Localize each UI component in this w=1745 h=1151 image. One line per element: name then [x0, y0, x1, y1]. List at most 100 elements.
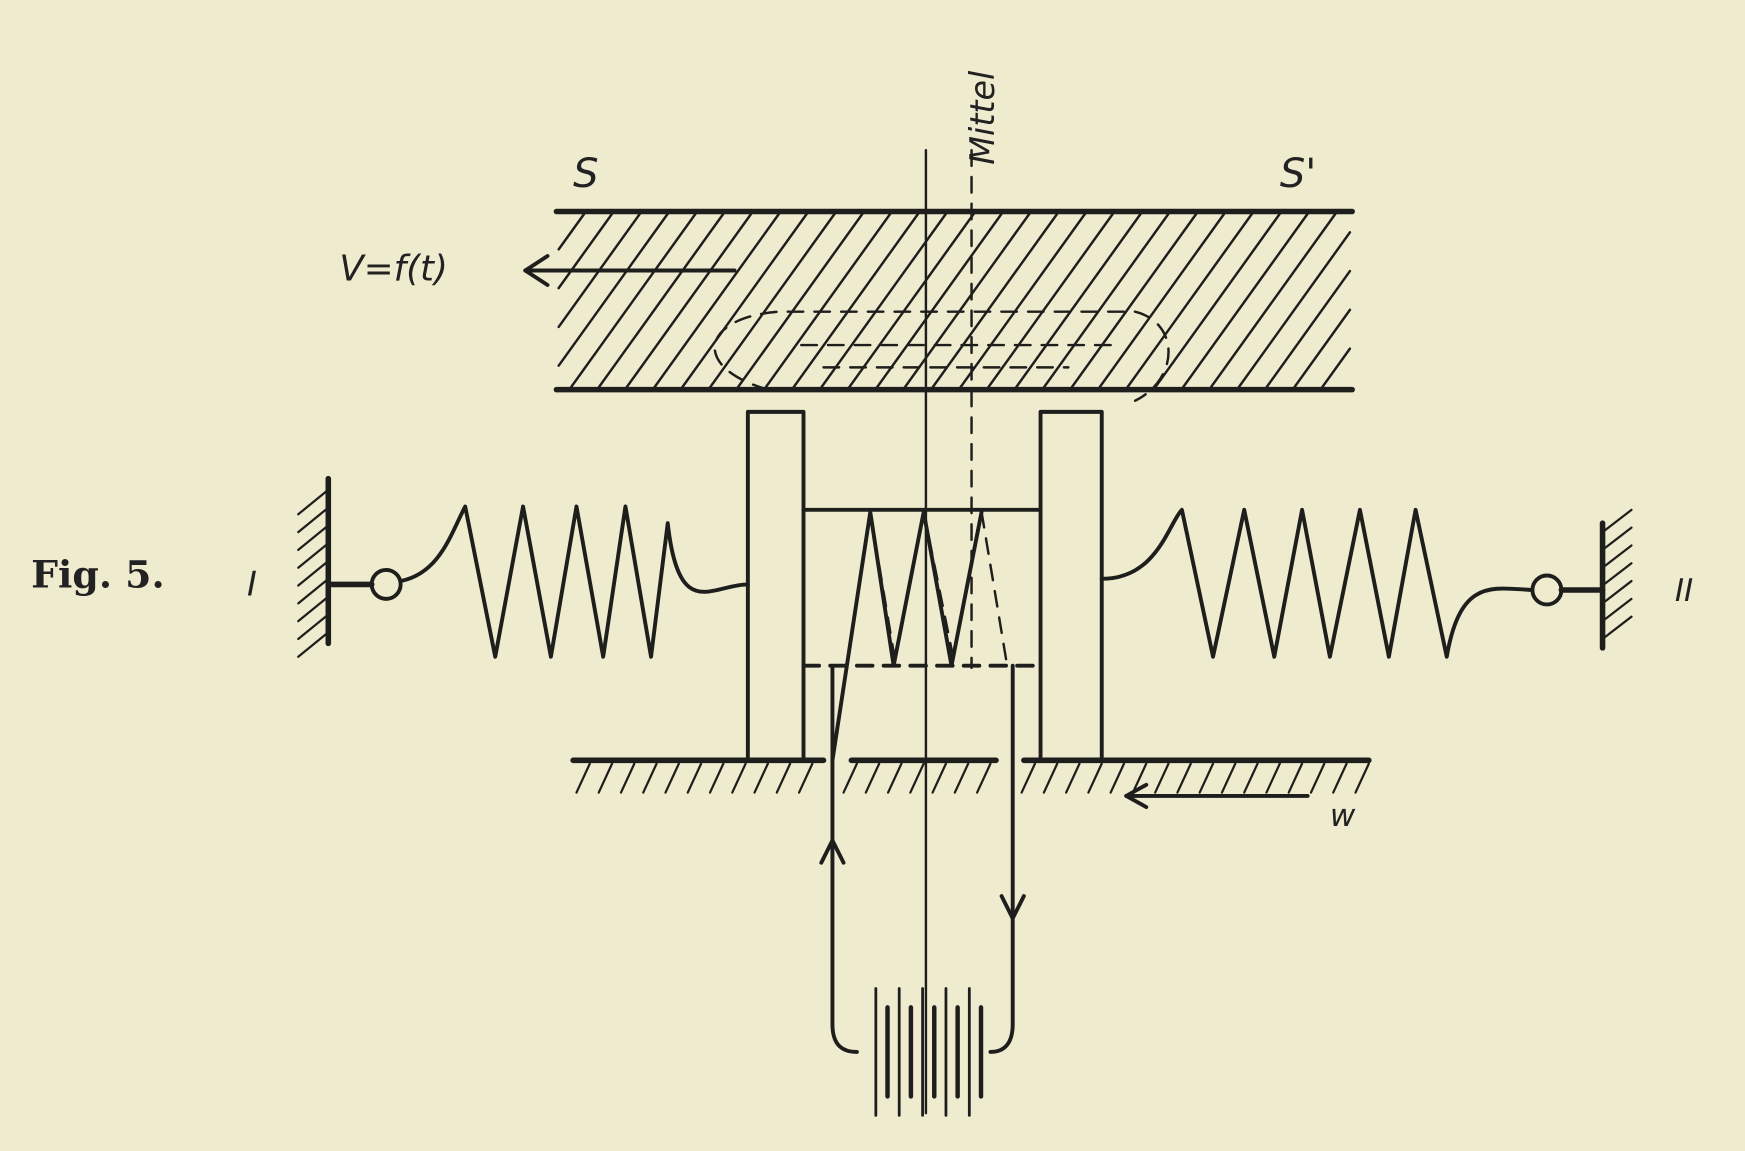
hatch-line	[297, 506, 330, 534]
plate-velocity-label: V=f(t)	[339, 249, 447, 290]
hatch-line	[297, 488, 330, 516]
hatch-line	[975, 762, 992, 794]
hatch-line	[1601, 562, 1633, 587]
circuit-wires	[819, 663, 1026, 1054]
hatch-line	[1020, 762, 1037, 794]
left-wall-label: I	[247, 565, 257, 604]
hatch-line	[847, 212, 975, 389]
hatch-line	[987, 212, 1115, 389]
hatch-line	[864, 762, 881, 794]
hatch-line	[731, 762, 747, 794]
left-post	[745, 409, 806, 763]
hatch-line	[903, 212, 1031, 389]
hatch-line	[1014, 212, 1142, 389]
hatch-line	[686, 762, 703, 794]
hatch-line	[625, 212, 753, 389]
hatch-line	[1131, 762, 1148, 794]
hatch-line	[792, 212, 920, 389]
hatch-line	[1601, 508, 1633, 534]
current-down-arrow-icon	[999, 894, 1026, 921]
hatch-line	[1065, 762, 1081, 794]
right-spring	[1099, 507, 1606, 659]
hatch-line	[1287, 762, 1304, 794]
hatch-line	[1293, 308, 1352, 389]
hatch-line	[1198, 762, 1215, 794]
right-wall	[1599, 508, 1633, 651]
hatch-line	[953, 762, 970, 794]
hatch-line	[653, 212, 781, 389]
right-post	[1038, 409, 1104, 763]
hatch-line	[1601, 615, 1633, 641]
hatch-line	[775, 762, 792, 794]
battery-icon	[874, 987, 984, 1117]
hatch-line	[886, 762, 903, 794]
base-plate	[570, 757, 1372, 794]
hatch-line	[1601, 597, 1633, 623]
hatch-line	[1601, 526, 1633, 552]
right-hinge-icon	[1530, 573, 1564, 607]
hatch-line	[820, 212, 948, 389]
left-wall	[297, 475, 332, 658]
hatch-line	[297, 595, 330, 623]
hatch-line	[708, 762, 725, 794]
left-hinge-icon	[369, 567, 403, 601]
left-spring	[325, 504, 750, 659]
hatch-line	[1265, 269, 1352, 389]
hatch-line	[575, 762, 591, 794]
hatch-line	[931, 212, 1059, 389]
hatch-line	[1332, 762, 1348, 794]
hatch-line	[1220, 762, 1237, 794]
hatch-line	[1109, 762, 1126, 794]
hatch-line	[297, 613, 330, 641]
hatch-line	[1209, 212, 1337, 389]
hatch-line	[1126, 212, 1254, 389]
hatch-line	[708, 212, 836, 389]
hatch-line	[597, 762, 614, 794]
hatch-line	[842, 762, 859, 794]
hatch-line	[1237, 231, 1352, 389]
hatch-line	[1181, 212, 1309, 389]
right-wall-label: II	[1675, 573, 1693, 609]
moving-plate	[553, 208, 1355, 402]
hatch-line	[1098, 212, 1226, 389]
hatch-line	[557, 212, 586, 251]
hatch-line	[297, 631, 330, 658]
hatch-line	[297, 542, 330, 569]
hatch-line	[753, 762, 770, 794]
hatch-line	[1070, 212, 1198, 389]
hatch-line	[664, 762, 680, 794]
hatch-line	[1153, 212, 1282, 389]
hatch-line	[1265, 762, 1281, 794]
hatch-line	[1354, 762, 1370, 794]
base-velocity-arrow	[1124, 782, 1310, 809]
hatch-line	[619, 762, 636, 794]
plate-left-label: S	[573, 151, 598, 197]
plate-right-label: S'	[1280, 151, 1316, 197]
hatch-line	[1087, 762, 1103, 794]
current-up-arrow-icon	[819, 838, 846, 865]
hatch-line	[1320, 347, 1352, 389]
hatch-line	[909, 762, 925, 794]
hatch-line	[297, 559, 330, 587]
hatch-line	[1042, 762, 1059, 794]
hatch-line	[557, 212, 614, 290]
base-velocity-label: w	[1330, 798, 1356, 834]
hatch-line	[642, 762, 658, 794]
hatch-line	[680, 212, 809, 389]
center-line-label: Mittel	[963, 70, 1002, 165]
hatch-line	[736, 212, 864, 389]
hatch-line	[569, 212, 697, 389]
hatch-line	[959, 212, 1087, 389]
field-lines-dashed	[713, 310, 1170, 402]
hatch-line	[1042, 212, 1170, 389]
figure-label: Fig. 5.	[31, 552, 164, 597]
hatch-line	[1309, 762, 1326, 794]
hatch-line	[1154, 762, 1170, 794]
hatch-line	[797, 762, 814, 794]
hatch-line	[764, 212, 892, 389]
hatch-line	[557, 212, 669, 367]
hatch-line	[875, 212, 1003, 389]
hatch-line	[931, 762, 948, 794]
coil	[830, 510, 1009, 763]
